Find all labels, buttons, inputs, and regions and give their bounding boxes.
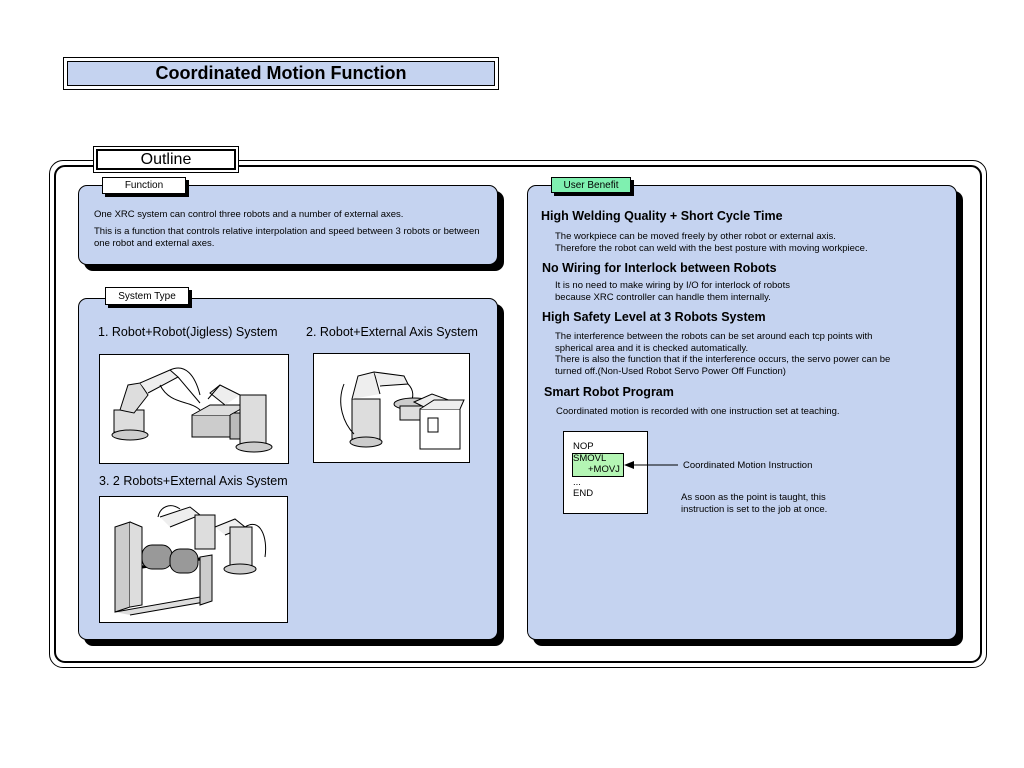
- annotation-note: As soon as the point is taught, this ins…: [681, 492, 828, 515]
- robot-robot-drawing: [111, 367, 273, 453]
- page-title: Coordinated Motion Function: [67, 61, 495, 86]
- system-type-tab: System Type: [105, 287, 189, 305]
- program-line-nop: NOP: [573, 441, 594, 452]
- robot-robot-illustration: [99, 354, 289, 464]
- benefit-4-heading: Smart Robot Program: [544, 385, 674, 399]
- function-text: One XRC system can control three robots …: [94, 209, 489, 255]
- program-line-smovl: SMOVL: [573, 453, 607, 464]
- robot-external-axis-illustration: [313, 353, 470, 463]
- benefit-3-text: The interference between the robots can …: [555, 331, 891, 377]
- program-listing: NOP SMOVL +MOVJ ... END: [563, 431, 648, 514]
- program-line-end: END: [573, 488, 594, 499]
- outline-label: Outline: [96, 149, 236, 170]
- outline-frame-border: [54, 165, 982, 663]
- benefit-4-text: Coordinated motion is recorded with one …: [556, 406, 840, 417]
- benefit-1-heading: High Welding Quality + Short Cycle Time: [541, 209, 783, 223]
- function-line-2: This is a function that controls relativ…: [94, 226, 480, 249]
- system-2-label: 2. Robot+External Axis System: [306, 325, 478, 339]
- user-benefit-tab: User Benefit: [551, 177, 631, 193]
- title-box: Coordinated Motion Function: [63, 57, 499, 90]
- benefit-2-heading: No Wiring for Interlock between Robots: [542, 261, 777, 275]
- two-robots-external-axis-illustration: [99, 496, 288, 623]
- program-line-movj: +MOVJ: [588, 464, 620, 475]
- function-tab: Function: [102, 177, 186, 194]
- system-1-label: 1. Robot+Robot(Jigless) System: [98, 325, 278, 339]
- function-line-1: One XRC system can control three robots …: [94, 209, 404, 220]
- benefit-2-text: It is no need to make wiring by I/O for …: [555, 280, 790, 303]
- annotation-label: Coordinated Motion Instruction: [683, 460, 813, 471]
- coordinated-instruction-highlight: [572, 453, 624, 477]
- user-benefit-panel: [527, 185, 957, 640]
- outline-tab: Outline: [93, 146, 239, 173]
- benefit-3-heading: High Safety Level at 3 Robots System: [542, 310, 766, 324]
- benefit-1-text: The workpiece can be moved freely by oth…: [555, 231, 868, 254]
- system-3-label: 3. 2 Robots+External Axis System: [99, 474, 288, 488]
- function-panel: [78, 185, 498, 265]
- two-robots-external-axis-drawing: [114, 505, 267, 616]
- robot-external-axis-drawing: [340, 371, 465, 450]
- program-line-ellipsis: ...: [573, 477, 581, 488]
